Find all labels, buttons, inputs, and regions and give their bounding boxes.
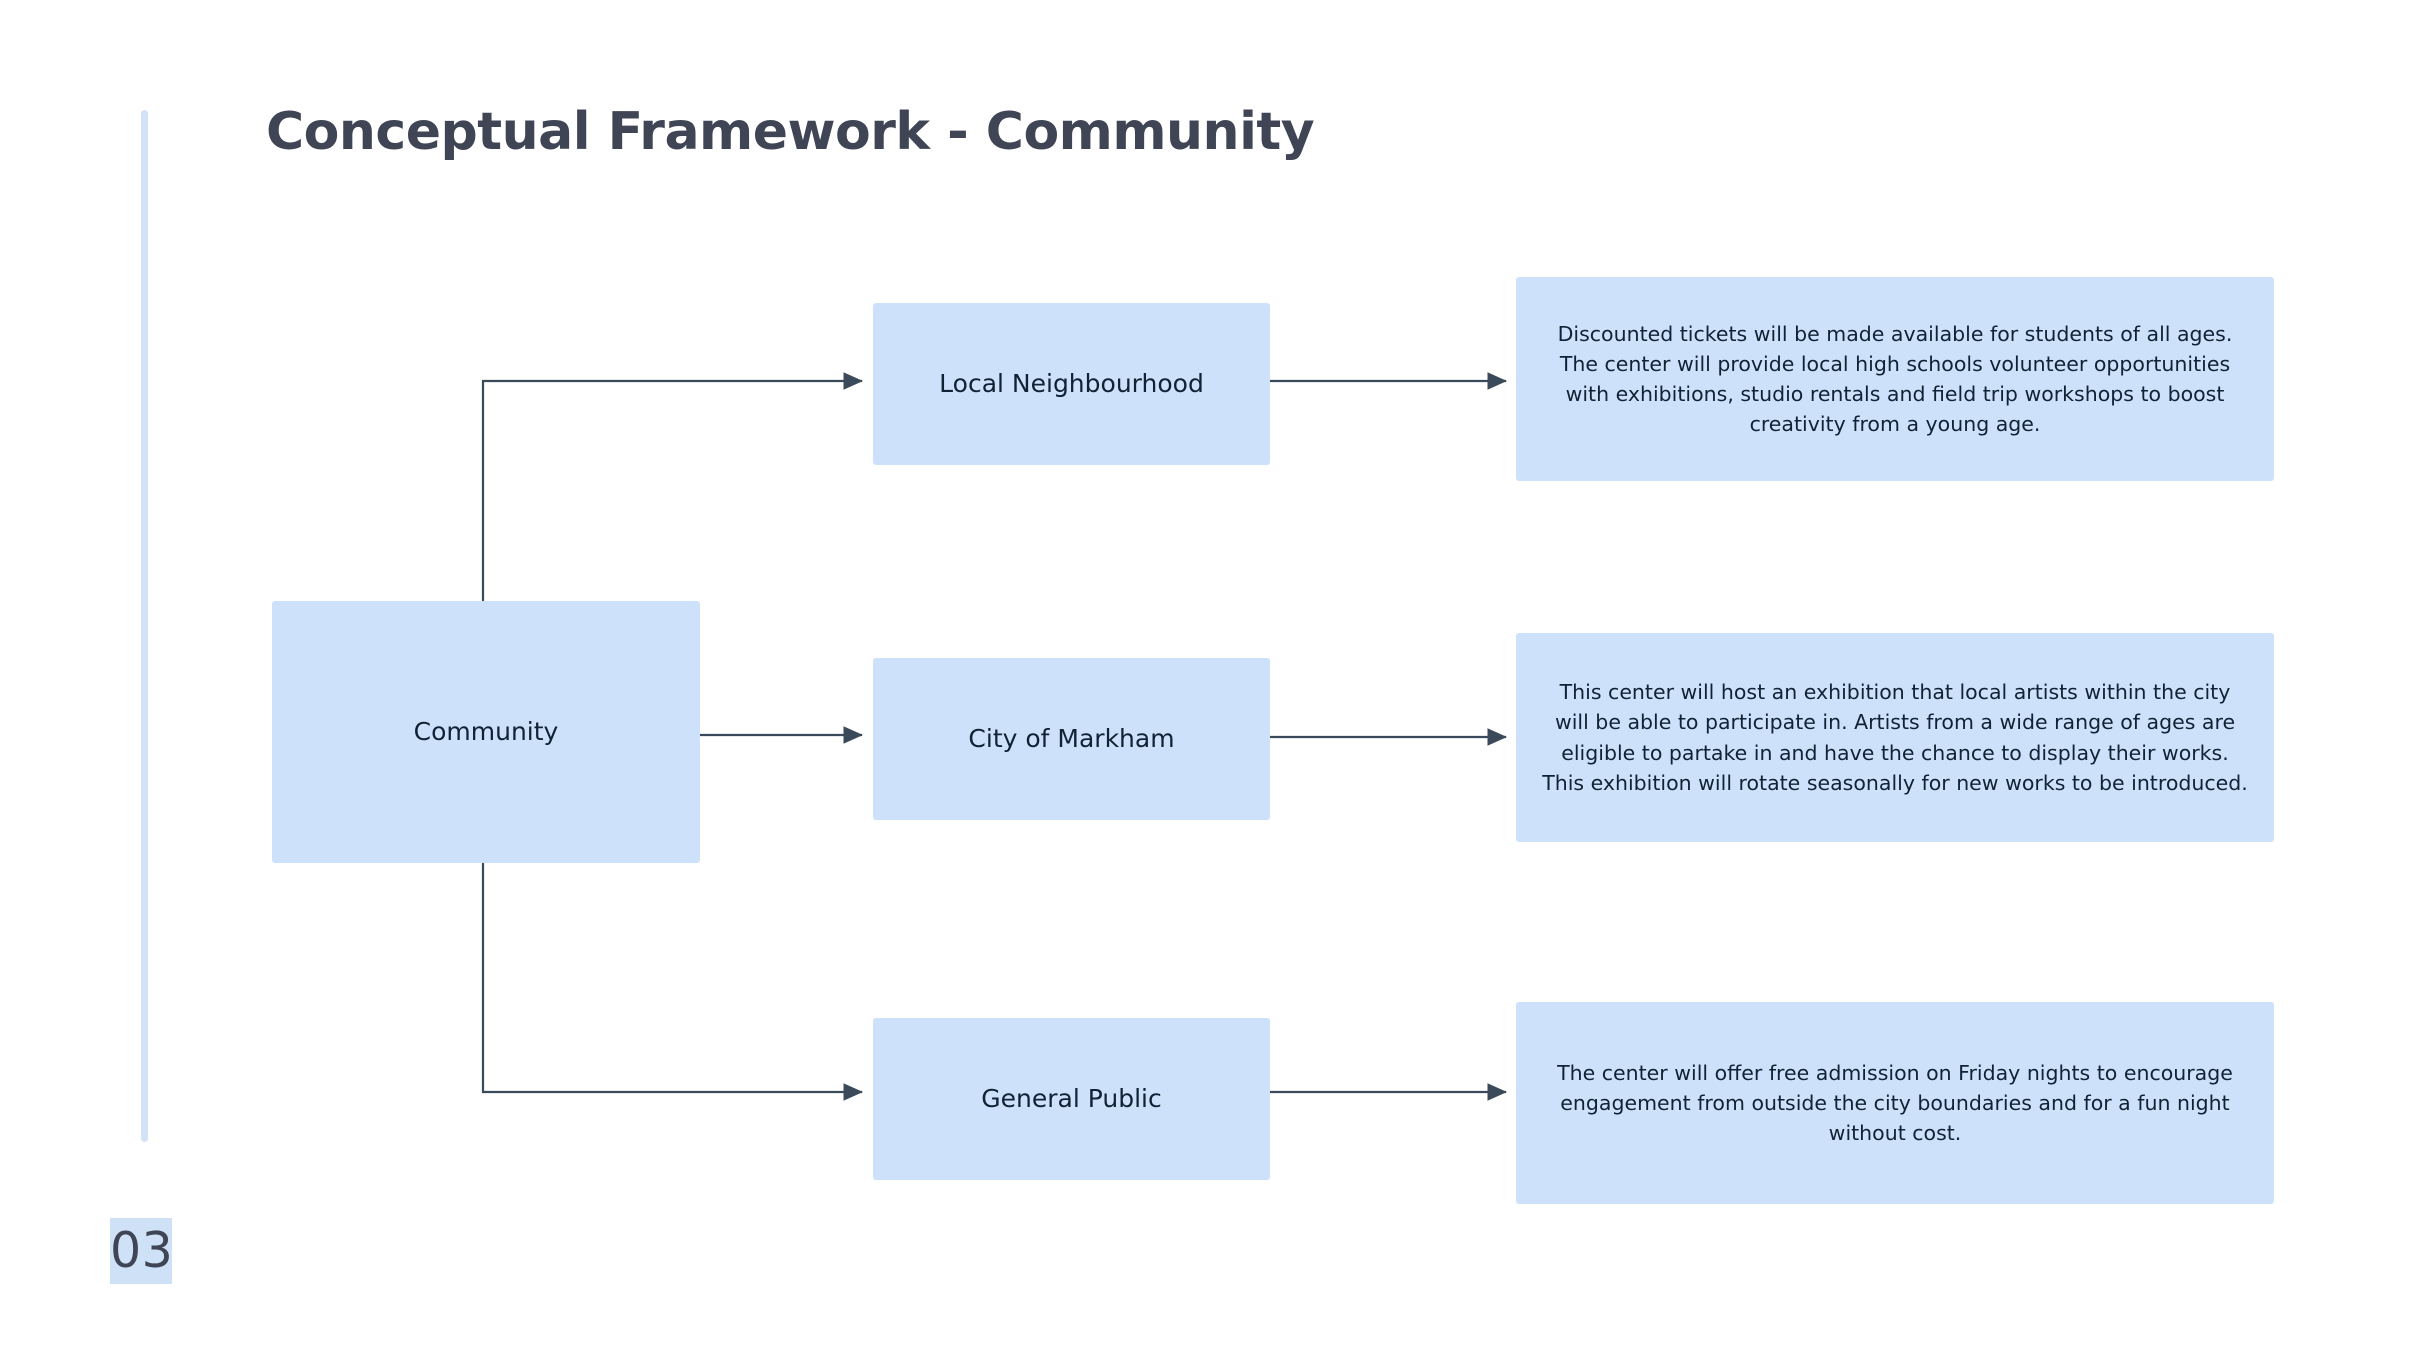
description-general-public[interactable]: The center will offer free admission on … <box>1516 1002 2274 1204</box>
node-city-of-markham-label: City of Markham <box>968 723 1175 753</box>
page-title: Conceptual Framework - Community <box>266 102 1315 162</box>
node-local-neighbourhood-label: Local Neighbourhood <box>939 368 1204 398</box>
node-community[interactable]: Community <box>272 601 700 863</box>
connector-community-to-general-public <box>481 863 864 1101</box>
description-general-public-text: The center will offer free admission on … <box>1557 1060 2233 1146</box>
description-city-of-markham-text: This center will host an exhibition that… <box>1542 680 2248 795</box>
page-number-container: 03 <box>110 1218 173 1284</box>
page-number-highlight <box>110 1218 172 1284</box>
connector-community-to-local-neighbourhood <box>481 372 864 601</box>
left-accent-bar <box>141 110 148 1142</box>
description-city-of-markham[interactable]: This center will host an exhibition that… <box>1516 633 2274 842</box>
description-local-neighbourhood-text: Discounted tickets will be made availabl… <box>1557 321 2233 437</box>
node-community-label: Community <box>413 716 559 746</box>
node-general-public[interactable]: General Public <box>873 1018 1270 1180</box>
node-city-of-markham[interactable]: City of Markham <box>873 658 1270 820</box>
description-local-neighbourhood[interactable]: Discounted tickets will be made availabl… <box>1516 277 2274 481</box>
node-local-neighbourhood[interactable]: Local Neighbourhood <box>873 303 1270 465</box>
page-number: 03 <box>110 1222 174 1279</box>
node-general-public-label: General Public <box>981 1083 1162 1113</box>
